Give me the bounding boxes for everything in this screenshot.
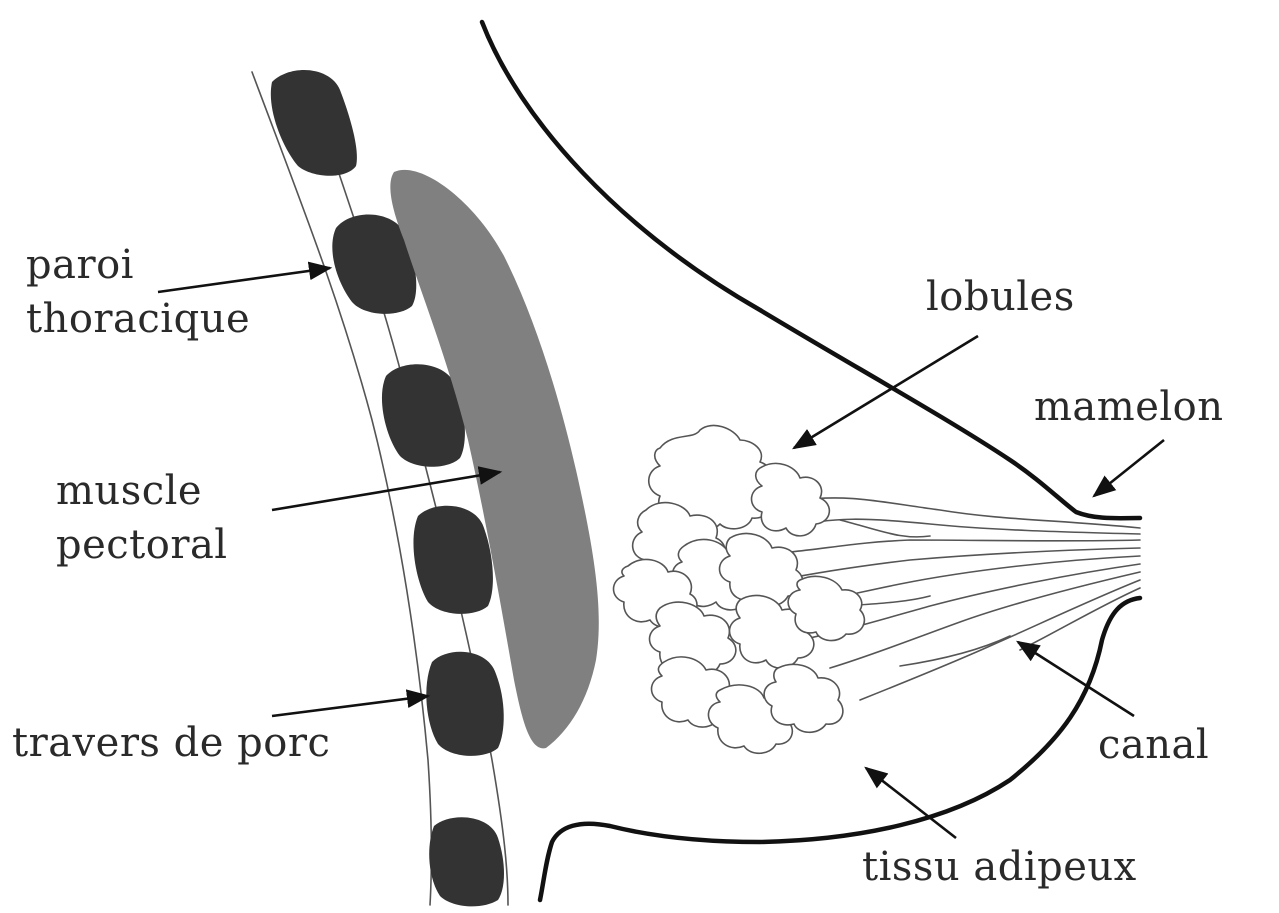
label-lobules: lobules bbox=[926, 274, 1075, 320]
label-chest-wall-line-2: thoracique bbox=[26, 296, 250, 342]
lobules bbox=[614, 425, 865, 753]
chest-wall bbox=[252, 72, 508, 905]
label-pectoral-muscle-line-1: muscle bbox=[56, 468, 202, 514]
rib-5 bbox=[426, 652, 503, 756]
breast-outline bbox=[482, 22, 1140, 900]
label-ribs: travers de porc bbox=[12, 720, 330, 766]
arrow-chest-wall bbox=[158, 268, 330, 292]
label-fat-tissue: tissu adipeux bbox=[862, 844, 1137, 890]
rib-6 bbox=[429, 817, 504, 906]
breast-upper-contour bbox=[482, 22, 1140, 518]
arrow-ribs bbox=[272, 696, 428, 716]
lobule-2 bbox=[752, 463, 830, 535]
lobules-and-ducts bbox=[614, 425, 1141, 753]
rib-1 bbox=[271, 70, 357, 176]
label-duct: canal bbox=[1098, 722, 1209, 768]
label-pectoral-muscle-line-2: pectoral bbox=[56, 522, 228, 568]
labels: paroi thoracique muscle pectoral travers… bbox=[12, 242, 1224, 890]
arrow-lobules bbox=[794, 336, 978, 448]
label-nipple: mamelon bbox=[1034, 384, 1224, 430]
rib-4 bbox=[413, 506, 492, 614]
arrow-nipple bbox=[1094, 440, 1164, 496]
label-chest-wall-line-1: paroi bbox=[26, 242, 134, 288]
